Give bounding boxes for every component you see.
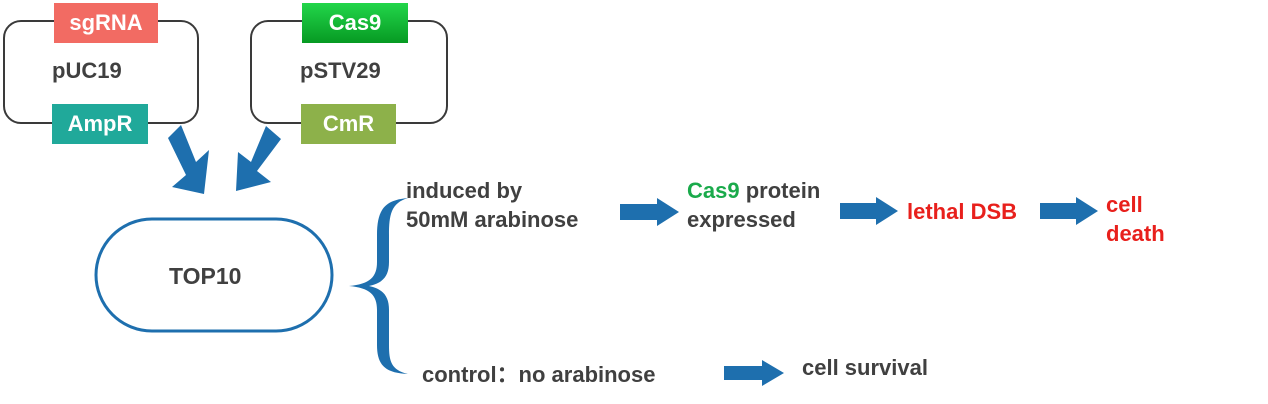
ampr-tag: AmpR: [52, 104, 148, 144]
cell-death-line2: death: [1106, 221, 1165, 246]
transform-arrow-right: [236, 126, 281, 191]
cas9-label: Cas9: [328, 10, 382, 35]
transform-arrow-left: [168, 125, 209, 194]
branch-brace-icon: [349, 198, 408, 374]
plasmid-pstv29-name: pSTV29: [300, 58, 381, 83]
cas9-highlight: Cas9: [687, 178, 740, 203]
cas9-expression-line1: Cas9 protein: [687, 176, 820, 205]
cas9-expression-step: Cas9 protein expressed: [687, 176, 820, 234]
flow-arrow-3: [1040, 197, 1098, 225]
cell-death-outcome: cell death: [1106, 190, 1165, 248]
ampr-label: AmpR: [67, 111, 133, 136]
cell-survival-outcome: cell survival: [802, 355, 928, 380]
cmr-tag: CmR: [301, 104, 396, 144]
cas9-tag: Cas9: [302, 3, 408, 43]
top10-cell: [94, 217, 334, 333]
protein-text: protein: [739, 178, 821, 203]
plasmid-puc19-name: pUC19: [52, 58, 122, 83]
control-condition: control：no arabinose: [422, 362, 656, 387]
flow-arrow-2: [840, 197, 898, 225]
induction-condition: induced by 50mM arabinose: [406, 176, 578, 234]
top10-label: TOP10: [169, 263, 242, 289]
sgrna-label: sgRNA: [69, 10, 143, 35]
flow-arrow-1: [620, 198, 679, 226]
induction-line1: induced by: [406, 178, 523, 203]
induction-line2: 50mM arabinose: [406, 207, 579, 232]
flow-arrow-control: [724, 360, 784, 386]
sgrna-tag: sgRNA: [54, 3, 158, 43]
cell-death-line1: cell: [1106, 192, 1143, 217]
cmr-label: CmR: [322, 111, 375, 136]
lethal-dsb-step: lethal DSB: [907, 199, 1018, 224]
cas9-expression-line2: expressed: [687, 207, 796, 232]
